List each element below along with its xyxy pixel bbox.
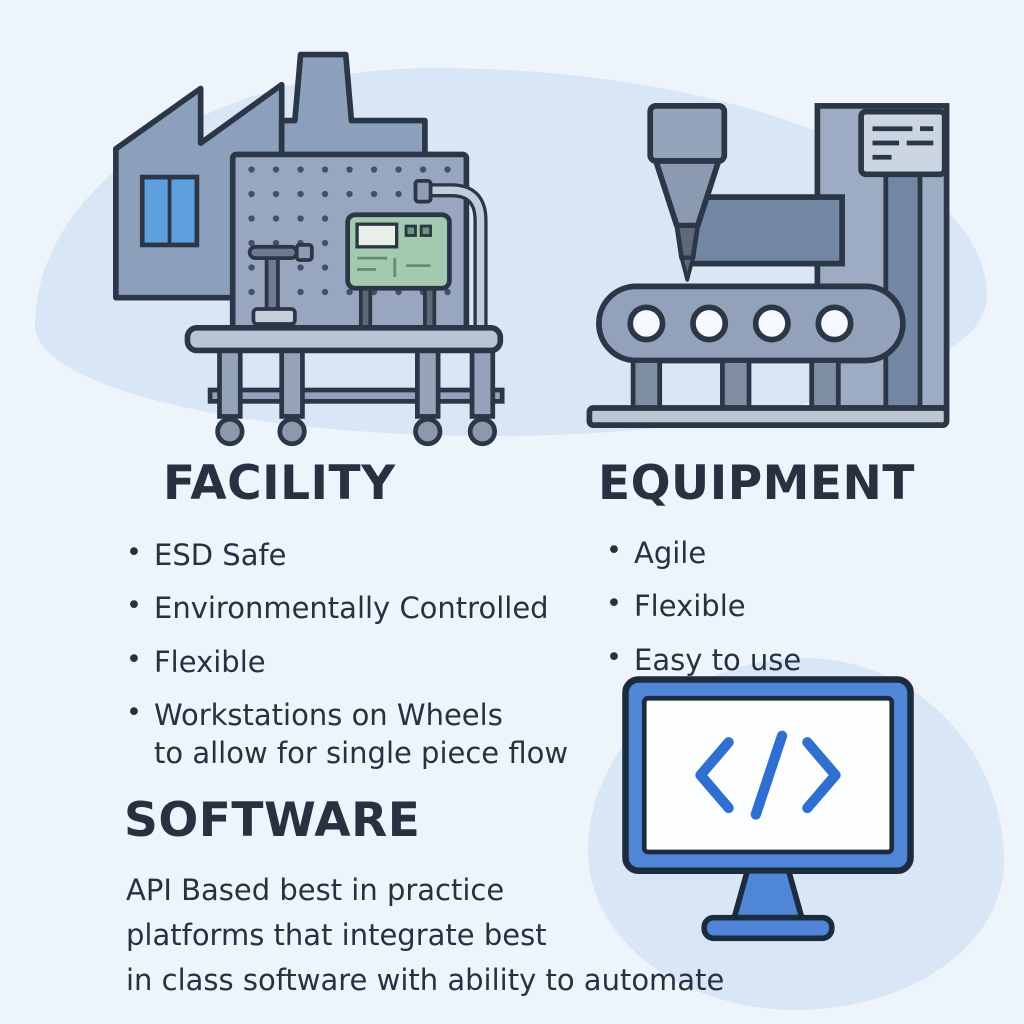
facility-title: FACILITY [163, 456, 396, 511]
code-icon [695, 730, 841, 820]
circuit-board-icon [345, 212, 452, 333]
list-item: ESD Safe [120, 535, 590, 574]
list-item: Agile [600, 533, 930, 572]
list-item: Flexible [600, 586, 930, 625]
list-item: Environmentally Controlled [120, 588, 590, 627]
monitor-illustration [622, 676, 914, 942]
software-body: API Based best in practice platforms tha… [126, 873, 725, 997]
software-title: SOFTWARE [124, 793, 421, 848]
equipment-title: EQUIPMENT [598, 456, 915, 511]
list-item: Easy to use [600, 640, 930, 679]
spindle-icon [647, 103, 728, 282]
equipment-list: Agile Flexible Easy to use [600, 533, 930, 694]
factory-illustration [113, 51, 505, 447]
conveyor-icon [596, 283, 906, 364]
facility-list: ESD Safe Environmentally Controlled Flex… [120, 535, 590, 787]
control-screen-icon [858, 108, 948, 178]
list-item: Workstations on Wheels to allow for sing… [120, 695, 590, 773]
list-item: Flexible [120, 642, 590, 681]
workbench-icon [184, 325, 505, 447]
equipment-illustration [586, 103, 950, 428]
hose-icon [413, 178, 488, 334]
